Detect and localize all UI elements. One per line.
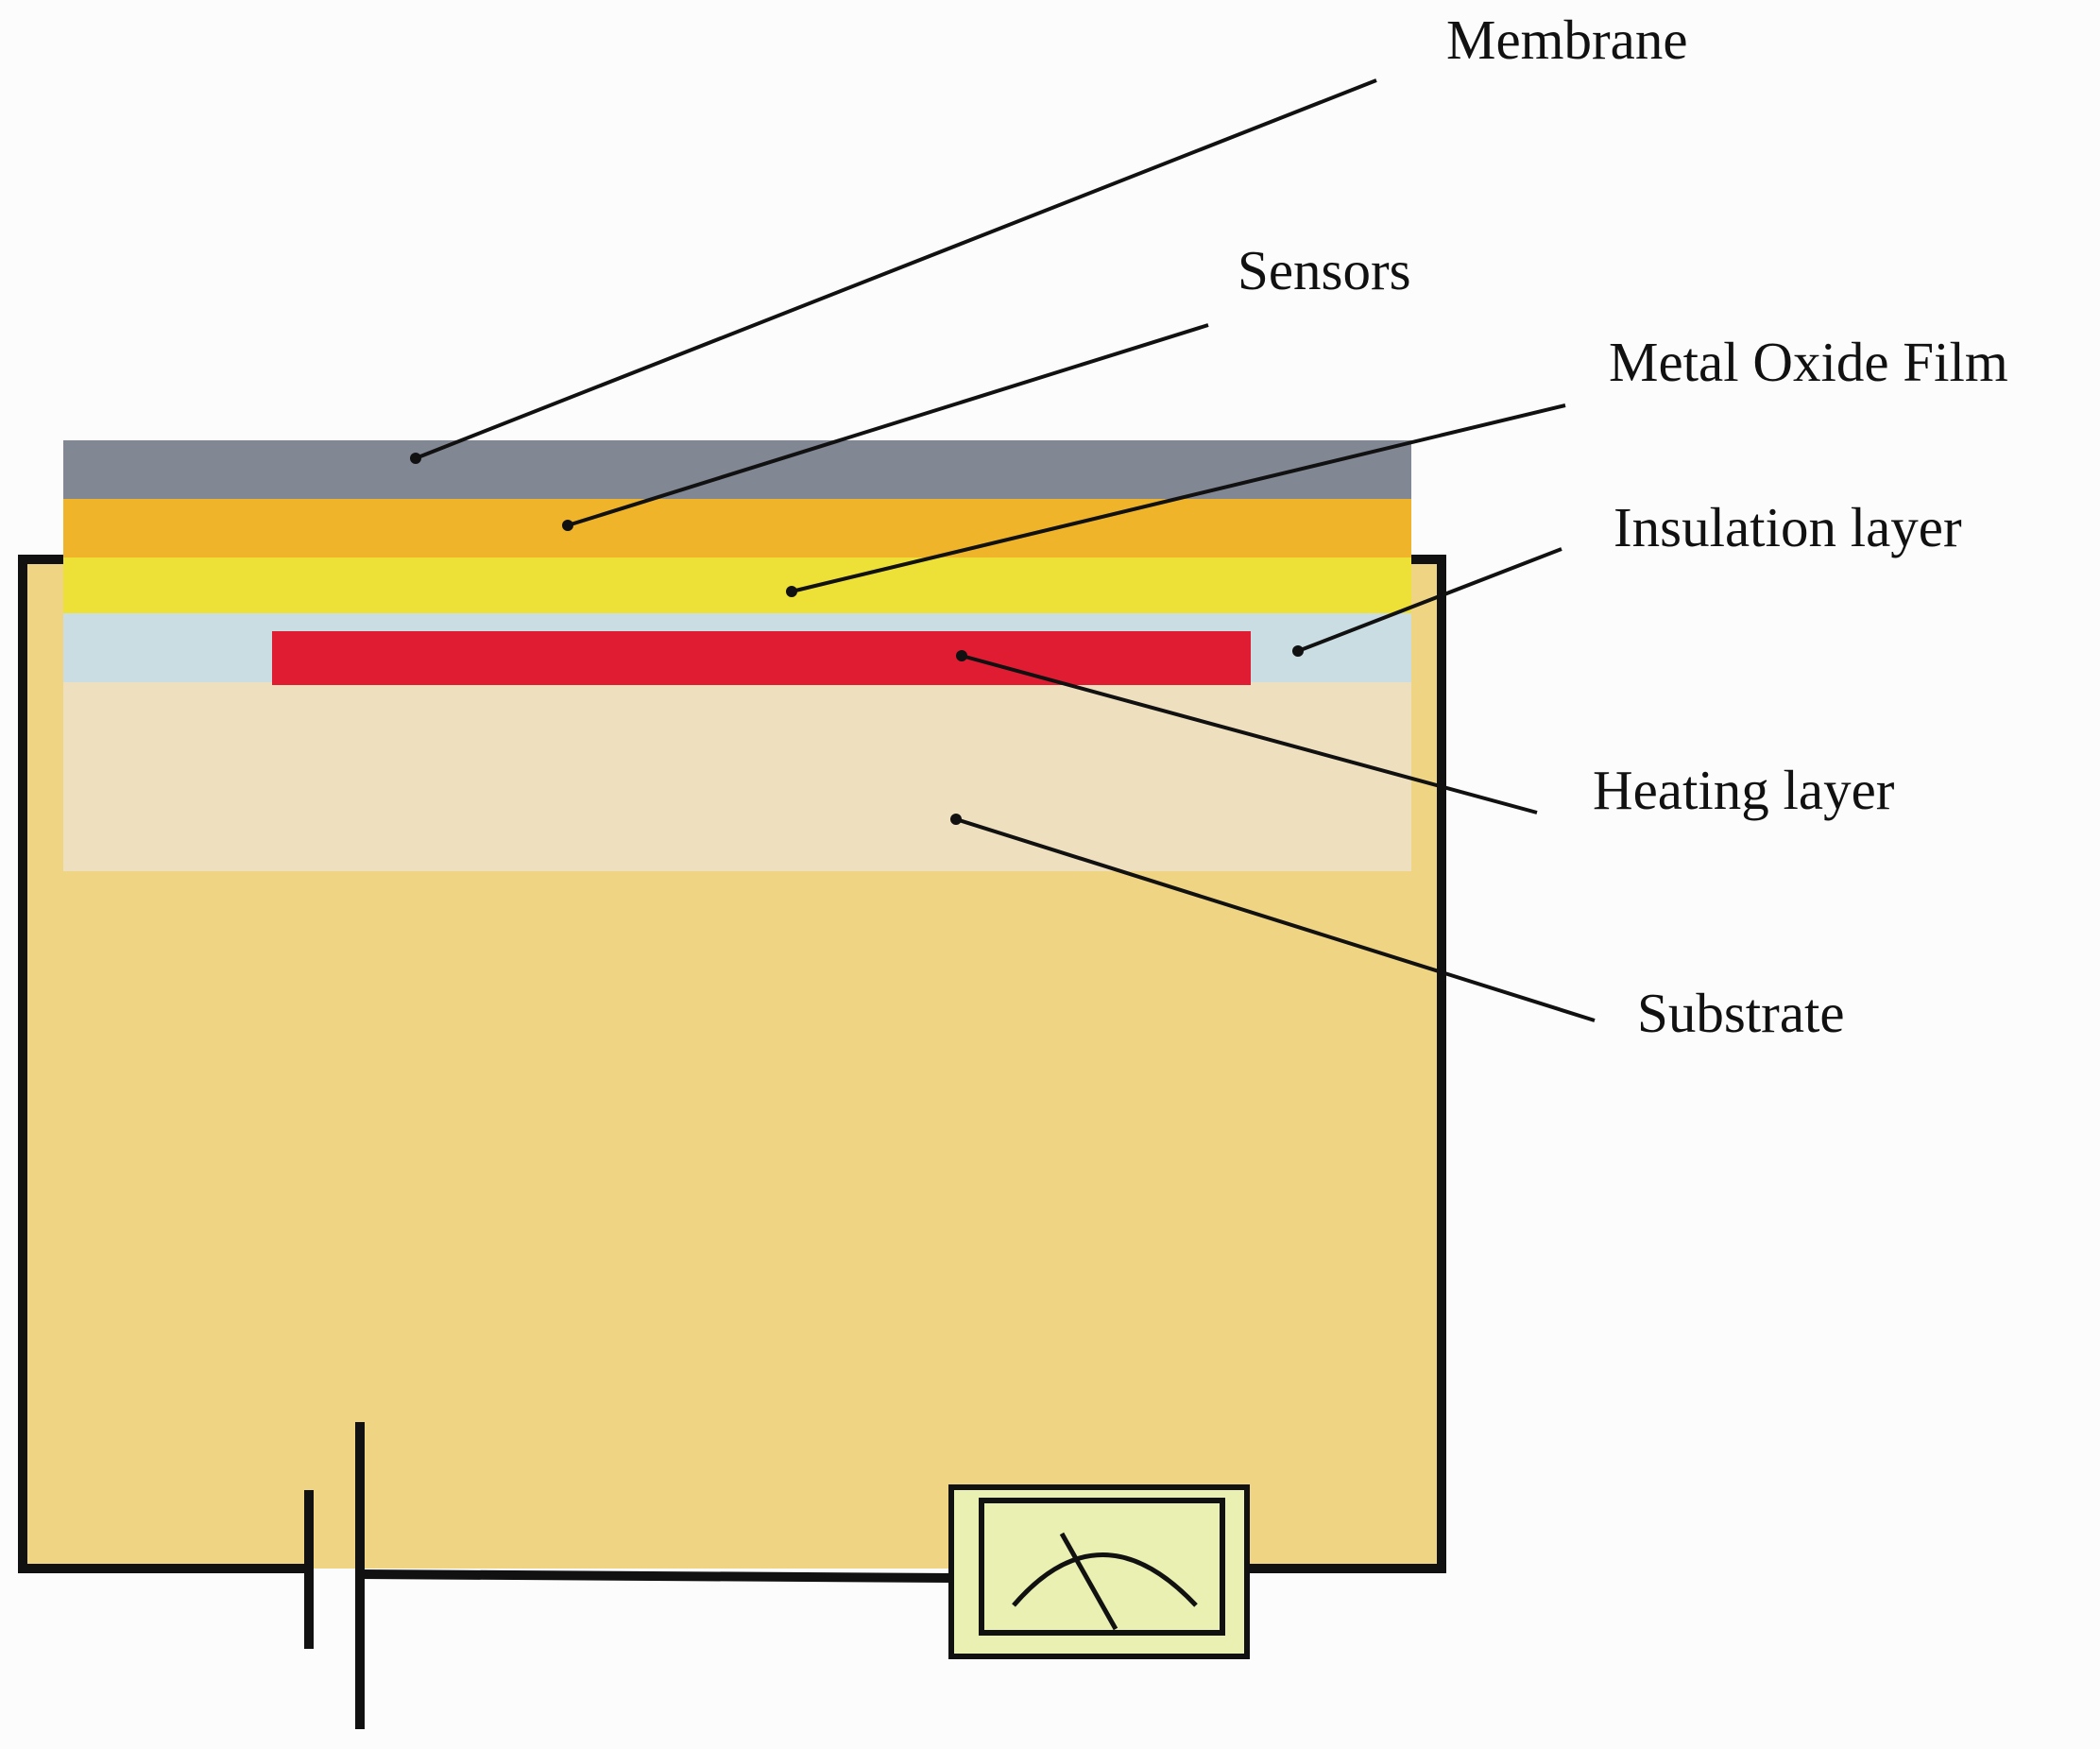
circuit-wire-right: [1247, 555, 1446, 1573]
heating-layer-label: Heating layer: [1593, 759, 1895, 821]
meter-inner-face: [979, 1498, 1225, 1636]
membrane-label: Membrane: [1446, 9, 1688, 71]
heating-layer: [272, 631, 1251, 685]
leader-lines: [415, 78, 1596, 1022]
insulation-layer-leader: [1297, 547, 1562, 653]
insulation-layer-label: Insulation layer: [1613, 496, 1962, 558]
metal-oxide-film-leader: [791, 403, 1566, 593]
insulation-layer-dot: [1292, 645, 1304, 657]
membrane-dot: [410, 453, 421, 464]
metal-oxide-film-label: Metal Oxide Film: [1609, 331, 2008, 393]
leader-dots: [410, 453, 1304, 825]
heating-layer-leader: [961, 654, 1538, 814]
meter-needle: [1059, 1532, 1118, 1631]
heating-layer-dot: [956, 650, 967, 661]
membrane-leader: [415, 78, 1377, 460]
sensors-dot: [562, 520, 573, 531]
analog-meter-icon: [948, 1484, 1250, 1659]
substrate-leader: [955, 817, 1596, 1022]
sensors-layer: [63, 499, 1411, 557]
membrane-layer: [63, 440, 1411, 499]
circuit-wire-left: [18, 555, 308, 1573]
metal-oxide-film-dot: [786, 586, 797, 597]
substrate-label: Substrate: [1637, 982, 1845, 1044]
substrate-dot: [950, 814, 962, 825]
circuit-wire-bottom: [359, 1569, 952, 1583]
meter-scale-arc: [1012, 1552, 1198, 1607]
metal-oxide-film-layer: [63, 557, 1411, 613]
sensors-label: Sensors: [1238, 239, 1411, 301]
substrate-layer: [63, 682, 1411, 871]
battery-symbol: [304, 1422, 365, 1729]
sensors-leader: [567, 323, 1209, 527]
